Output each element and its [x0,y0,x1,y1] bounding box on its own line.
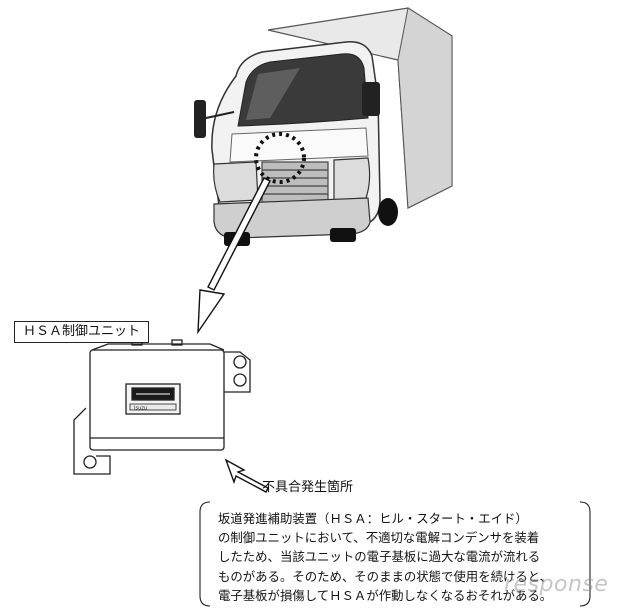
description-line-3: したため、当該ユニットの電子基板に過大な電流が流れる [218,549,541,565]
left-bracket [73,407,111,475]
unit-top-lip [91,343,225,351]
defect-description: 坂道発進補助装置（ＨＳＡ：ヒル・スタート・エイド） の制御ユニットにおいて、不適… [200,501,592,605]
right-bracket-hole [233,355,247,369]
hsa-control-unit-label: ＨＳＡ制御ユニット [14,321,149,343]
unit-housing [89,349,225,451]
description-line-1: 坂道発進補助装置（ＨＳＡ：ヒル・スタート・エイド） [218,511,528,526]
windshield-glare [246,68,300,120]
description-bracket [199,501,591,607]
right-bracket-hole-2 [233,373,247,387]
right-wheel [330,228,356,242]
right-headlight [333,157,371,201]
description-line-5: 電子基板が損傷してＨＳＡが作動しなくなるおそれがある。 [218,587,553,603]
left-bracket-hole [83,455,97,469]
right-mirror [362,82,380,116]
response-watermark: response [504,572,609,597]
unit-label-strip [129,403,177,411]
description-line-2: の制御ユニットにおいて、不適切な電解コンデンサを装着 [218,530,540,546]
front-grille [261,161,329,203]
left-headlight [213,161,259,203]
defect-location-marker [254,132,306,184]
left-mirror [194,100,206,138]
right-bracket [224,351,251,393]
unit-module-text: Isuzu [134,406,147,412]
rear-wheel [378,198,398,226]
description-bracket-right [579,501,591,607]
defect-pointer-arrow [224,458,269,493]
cargo-box-side [397,7,453,209]
hsa-control-unit-drawing: Isuzu [73,339,251,475]
description-line-4: ものがある。そのため、そのままの状態で使用を続けると、 [218,568,553,584]
defect-location-label: 不具合発生箇所 [262,480,354,495]
callout-arrow [197,177,271,335]
left-mirror-arm [205,111,235,119]
truck-illustration [194,7,453,246]
description-bracket-left [199,501,211,607]
unit-top-tab-2 [171,339,183,346]
